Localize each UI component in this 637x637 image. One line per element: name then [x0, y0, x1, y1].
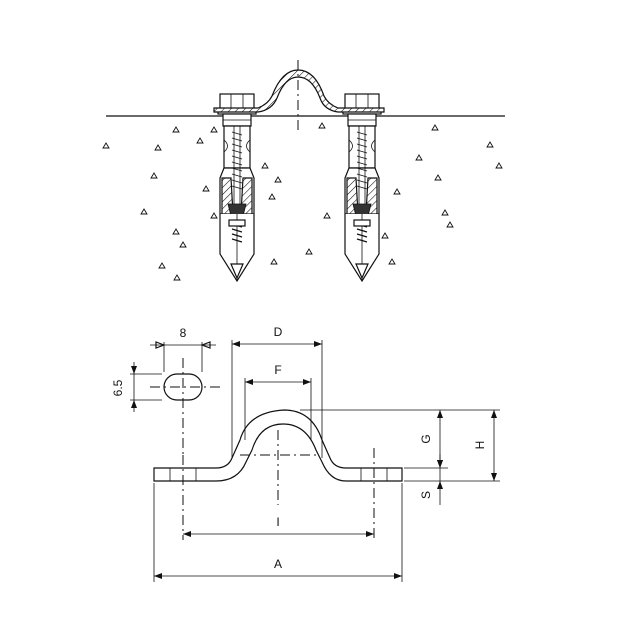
- dim-S-label: S: [419, 491, 433, 499]
- slot-detail: 8 6.5: [111, 326, 220, 460]
- installation-view: [102, 60, 505, 282]
- pipe-saddle-clamp: [213, 69, 385, 113]
- dim-A-label: A: [274, 557, 282, 571]
- concrete-aggregate: [102, 122, 503, 281]
- dim-H-label: H: [473, 441, 487, 450]
- saddle-profile: [153, 409, 403, 482]
- slot-height-label: 6.5: [111, 379, 125, 396]
- dim-D: D: [231, 325, 323, 458]
- anchor-bolt-right: [342, 93, 382, 282]
- anchor-bolt-left: [217, 93, 257, 282]
- dim-F: F: [244, 363, 312, 440]
- dim-A: A: [153, 483, 403, 582]
- dim-I: I: [183, 515, 374, 537]
- slot-width-label: 8: [180, 326, 187, 340]
- dim-F-label: F: [274, 363, 281, 377]
- dim-S: S: [404, 454, 500, 505]
- dim-H: H: [473, 410, 497, 481]
- dim-D-label: D: [274, 325, 283, 339]
- dim-I-label: I: [276, 515, 279, 529]
- dimension-view: 8 6.5 D: [111, 325, 500, 582]
- dim-G-label: G: [419, 434, 433, 443]
